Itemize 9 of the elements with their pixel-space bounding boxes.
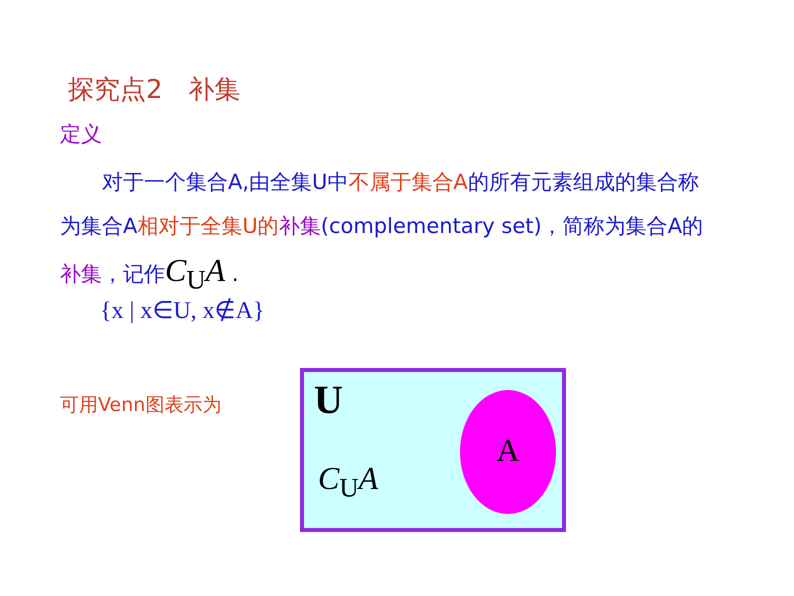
venn-caption: 可用Venn图表示为 xyxy=(60,393,222,418)
universal-set-rectangle xyxy=(300,368,566,532)
set-label: U xyxy=(314,376,343,423)
complement-label: C$_{U}$A xyxy=(318,460,378,504)
set-notation: {x | x∈U, x∉A} xyxy=(100,297,265,325)
section-heading: 定义 xyxy=(60,121,102,148)
slide-title: 探究点2 补集 xyxy=(68,74,241,107)
set-label: A xyxy=(495,432,521,469)
definition-text: 对于一个集合A,由全集U中不属于集合A的所有元素组成的集合称为集合A相对于全集U的补集(complementary set)，简称为集合A的 补集，记作C$_{U}$A . xyxy=(60,169,704,296)
